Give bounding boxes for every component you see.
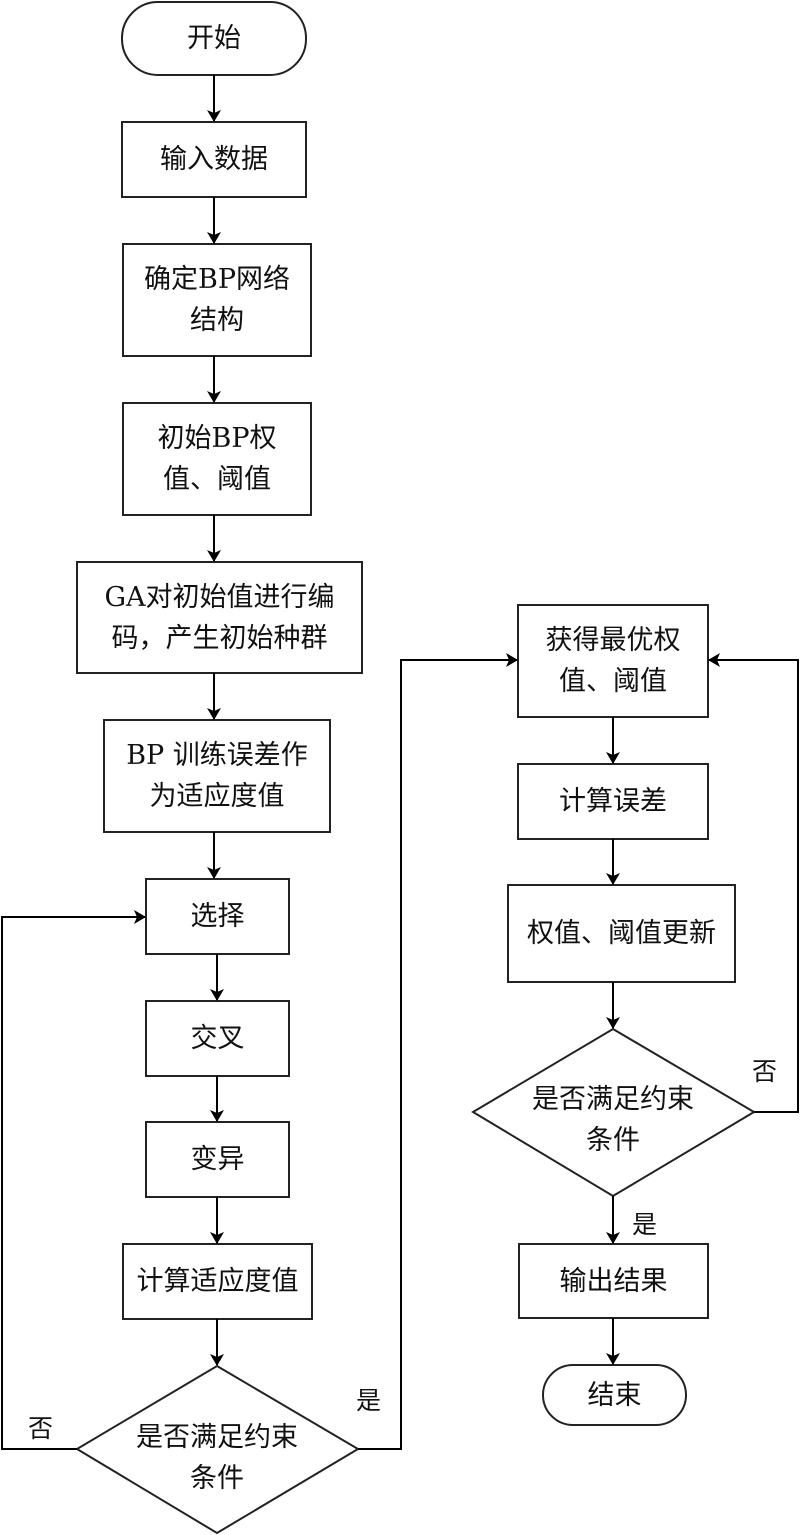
edge-bp-no-loop [708,653,799,1113]
ga-condition-diamond [75,1364,360,1535]
edge-ga-no-loop [1,910,146,1450]
bp-fitness-label: BP 训练误差作 为适应度值 [126,740,308,812]
bp-yes-label: 是 [632,1210,658,1239]
edge-ga-yes [358,653,518,1450]
get-optimal-weights-label: 获得最优权 值、阈值 [545,625,681,697]
bp-no-label: 否 [752,1057,778,1086]
ga-no-label: 否 [28,1414,54,1443]
crossover-box [145,1000,290,1077]
ga-encode-label: GA对初始值进行编 码，产生初始种群 [104,581,335,654]
update-weights-label: 权值、阈值更新 [527,918,716,949]
mutation-label: 变异 [190,1144,245,1175]
update-weights-box [507,884,736,983]
define-bp-structure-label: 确定BP网络 结构 [143,264,290,336]
ga-yes-label: 是 [356,1386,382,1415]
selection-label: 选择 [190,901,245,932]
init-bp-weights-label: 初始BP权 值、阈值 [157,423,277,495]
output-result-box [518,1243,709,1319]
bp-condition-label: 是否满足约束 条件 [532,1084,694,1156]
input-data-box [121,121,307,198]
end-label: 结束 [587,1379,642,1411]
ga-encode-box [76,561,363,674]
compute-fitness-box [122,1243,313,1320]
start-label: 开始 [187,23,241,54]
end-terminal [542,1364,687,1426]
define-bp-structure-box [122,243,312,357]
crossover-label: 交叉 [190,1023,245,1054]
init-bp-weights-box [122,402,312,516]
input-data-label: 输入数据 [160,144,268,175]
bp-fitness-box [103,719,331,833]
mutation-box [145,1121,290,1198]
compute-fitness-label: 计算适应度值 [136,1266,299,1297]
output-result-label: 输出结果 [559,1265,668,1297]
compute-error-box [517,763,709,840]
ga-condition-label: 是否满足约束 条件 [136,1422,298,1494]
compute-error-label: 计算误差 [559,786,667,817]
